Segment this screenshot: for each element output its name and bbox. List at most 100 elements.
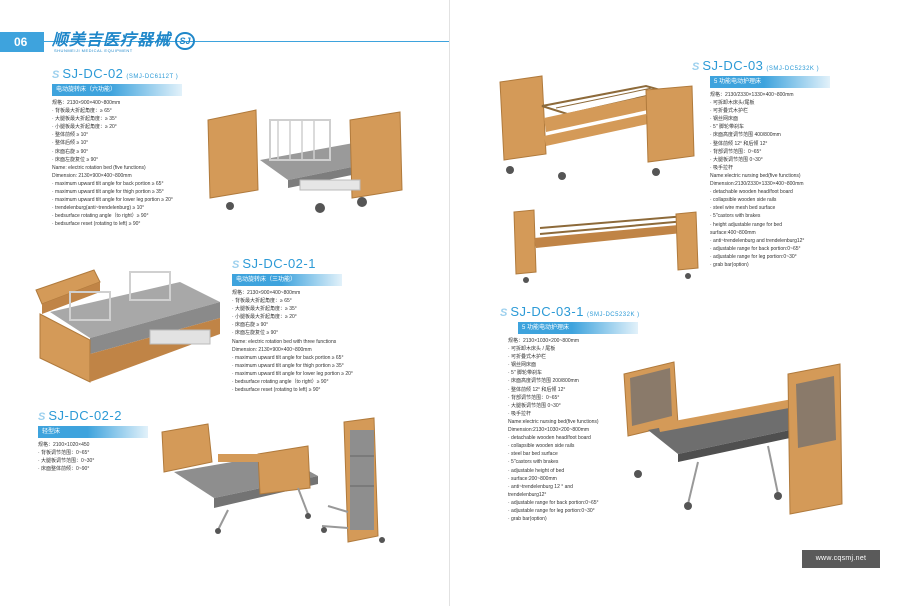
spec-line: · 背板最大折起角度：≥ 65° [52, 108, 112, 115]
spec-line: · 吸手拉杆 [508, 410, 532, 417]
spec-line: · trendelenburg(anti~trendelenburg) ≥ 10… [52, 205, 145, 212]
spec-line: · adjustable range for back portion:0~65… [508, 499, 599, 506]
model-code: SJ-DC-02 [62, 66, 124, 81]
spec-line: · bedsurface rotating angle（to right）≥ 9… [232, 379, 329, 386]
model-alt-code: (SMJ-DC6112T ) [126, 74, 179, 80]
spec-line: trendelenburg12° [508, 491, 547, 498]
spec-line: · 背板最大折起角度：≥ 65° [232, 298, 292, 305]
spec-line: · 小腿板最大折起角度：≥ 20° [52, 124, 117, 131]
s-logo-icon: S [500, 307, 508, 319]
spec-line: · maximum upward tilt angle for thigh po… [232, 362, 344, 369]
spec-line: · maximum upward tilt angle for back por… [232, 354, 344, 361]
spec-line: · 整体前倾 ≥ 10° [52, 132, 89, 139]
bed-image-sj-dc-03 [496, 66, 696, 196]
model-sj-dc-03: S SJ-DC-03 (SMJ-DC5232K ) 5 功能电动护理床 规格：2… [692, 58, 892, 269]
brand-name: 顺美吉医疗器械 [52, 32, 172, 49]
page-number: 06 [0, 32, 44, 52]
brand-logo-icon: SJ [175, 32, 196, 50]
spec-line: surface:400~800mm [710, 229, 756, 236]
model-band: 电动旋转床（三功能） [232, 274, 342, 286]
spec-line: · steel wire mesh bed surface [710, 205, 776, 212]
spec-line: · adjustable range for back portion:0~65… [710, 245, 801, 252]
spec-line: · 大腿板最大折起角度：≥ 35° [232, 306, 297, 313]
spec-line: Dimension:2130×1030×200~800mm [508, 427, 590, 434]
spec-line: · 背部调节范围：0~65° [508, 394, 560, 401]
spec-line: · bedsurface reset (rotating to left) ≥ … [232, 387, 321, 394]
spec-line: · 大腿板最大折起角度：≥ 35° [52, 116, 117, 123]
spec-line: · adjustable height of bed [508, 467, 565, 474]
spec-line: · detachable wooden head/foot board [710, 189, 793, 196]
spec-line: · detachable wooden head/foot board [508, 435, 591, 442]
spec-line: · 5"castors with brakes [710, 213, 761, 220]
spec-line: 规格：2130/2330×1330×400~800mm [710, 92, 794, 98]
spec-line: · bedsurface reset (rotating to left) ≥ … [52, 221, 141, 228]
s-logo-icon: S [38, 411, 46, 423]
model-sj-dc-02: S SJ-DC-02 (SMJ-DC6112T ) 电动旋转床（六功能） 规格：… [52, 66, 242, 229]
s-logo-icon: S [232, 259, 240, 271]
spec-line: · surface:200~800mm [508, 475, 557, 482]
model-code: SJ-DC-02-1 [242, 256, 316, 271]
bed-image-lowered [510, 208, 700, 288]
spec-list: 规格：2100×1020×450· 背板调节范围：0~65°· 大腿板调节范围：… [38, 441, 178, 473]
bed-image-sj-dc-02 [200, 80, 410, 220]
spec-line: · steel bar bed surface [508, 451, 558, 458]
spec-line: · 床面右旋 ≥ 90° [232, 322, 269, 329]
spec-list: 规格：2130×900×400~800mm· 背板最大折起角度：≥ 65°· 大… [52, 99, 242, 229]
spec-line: · 5"castors with brakes [508, 459, 559, 466]
spec-line: · 床面整体前倾：0~90° [38, 466, 90, 473]
spec-line: · 背板调节范围：0~65° [38, 450, 90, 457]
spec-line: · 床面左旋复位 ≥ 90° [52, 156, 99, 163]
model-code: SJ-DC-02-2 [48, 408, 122, 423]
s-logo-icon: S [692, 61, 700, 73]
spec-list: 规格：2130/2330×1330×400~800mm· 可拆卸木床头/尾板· … [710, 91, 892, 269]
model-band: 5 功能电动护理床 [710, 76, 830, 88]
spec-line: · collapsible wooden side rails [508, 443, 575, 450]
spec-list: 规格：2130×900×400~800mm · 背板最大折起角度：≥ 65°· 大… [232, 289, 432, 394]
website-url[interactable]: www.cqsmj.net [802, 550, 880, 568]
spec-line: · grab bar(option) [508, 516, 547, 523]
model-band: 电动旋转床（六功能） [52, 84, 182, 96]
spec-line: Name:electric nursing bed(five functions… [710, 172, 801, 179]
model-sj-dc-02-2: S SJ-DC-02-2 轻型床 规格：2100×1020×450· 背板调节范… [38, 408, 178, 473]
spec-line: · 5" 脚轮带刹车 [710, 124, 744, 131]
model-sj-dc-02-1: S SJ-DC-02-1 电动旋转床（三功能） 规格：2130×900×400~… [232, 256, 432, 394]
spec-line: · height adjustable range for bed [710, 221, 782, 228]
spec-line: · adjustable range for leg portion:0~30° [710, 253, 797, 260]
model-band: 5 功能电动护理床 [518, 322, 638, 334]
model-code: SJ-DC-03-1 [510, 304, 584, 319]
spec-line: · 可折叠式木护栏 [508, 354, 547, 361]
spec-line: Dimension: 2130×900×400~800mm [52, 172, 132, 179]
spec-line: · anti~trendelenburg 12 ° and [508, 483, 573, 490]
spec-line: · 整体前倾 12° 和后倾 12° [710, 140, 768, 147]
spec-line: 规格：2130×1030×200~800mm [508, 338, 580, 344]
spec-line: · maximum upward tilt angle for lower le… [232, 370, 353, 377]
spec-line: · collapsible wooden side rails [710, 197, 777, 204]
spec-line: · maximum upward tilt angle for back por… [52, 180, 164, 187]
bed-image-upright [318, 416, 408, 550]
spec-line: · 整体前倾 12° 和后倾 12° [508, 386, 566, 393]
spec-line: · 床面高度调节范围 200/800mm [508, 378, 579, 385]
spec-line: 规格：2130×900×400~800mm [232, 290, 301, 296]
bed-image-sj-dc-03-1 [618, 354, 848, 524]
spec-line: · 可拆卸木床头 / 尾板 [508, 346, 556, 353]
spec-line: · 床面高度调节范围 400/800mm [710, 132, 781, 139]
spec-line: Name:electric nursing bed(five functions… [508, 418, 599, 425]
spec-line: · 可折叠式木护栏 [710, 108, 749, 115]
spec-line: Dimension:2130/2330×1330×400~800mm [710, 181, 804, 188]
spec-line: · grab bar(option) [710, 261, 749, 268]
model-sj-dc-03-1: S SJ-DC-03-1 (SMJ-DC5232K ) 5 功能电动护理床 规格… [500, 304, 700, 523]
spec-line: 规格：2100×1020×450 [38, 442, 90, 448]
spec-line: Name: electric rotation bed (five functi… [52, 164, 146, 171]
spec-line: Dimension: 2130×900×400~800mm [232, 346, 312, 353]
brand-english: SHUNMEIJI MEDICAL EQUIPMENT [54, 48, 133, 53]
model-alt-code: (SMJ-DC5232K ) [766, 66, 820, 72]
spec-line: · 可拆卸木床头/尾板 [710, 100, 755, 107]
spec-line: · 大腿板调节范围 0~30° [710, 156, 763, 163]
spec-line: · 钢丝网床面 [508, 362, 537, 369]
spec-line: · 小腿板最大折起角度：≥ 20° [232, 314, 297, 321]
model-alt-code: (SMJ-DC5232K ) [586, 312, 640, 318]
spec-line: · adjustable range for leg portion:0~30° [508, 507, 595, 514]
spec-line: · 背部调节范围：0~65° [710, 148, 762, 155]
spec-line: · 整体后倾 ≥ 10° [52, 140, 89, 147]
brand: 顺美吉医疗器械 SJ SHUNMEIJI MEDICAL EQUIPMENT [52, 26, 196, 53]
